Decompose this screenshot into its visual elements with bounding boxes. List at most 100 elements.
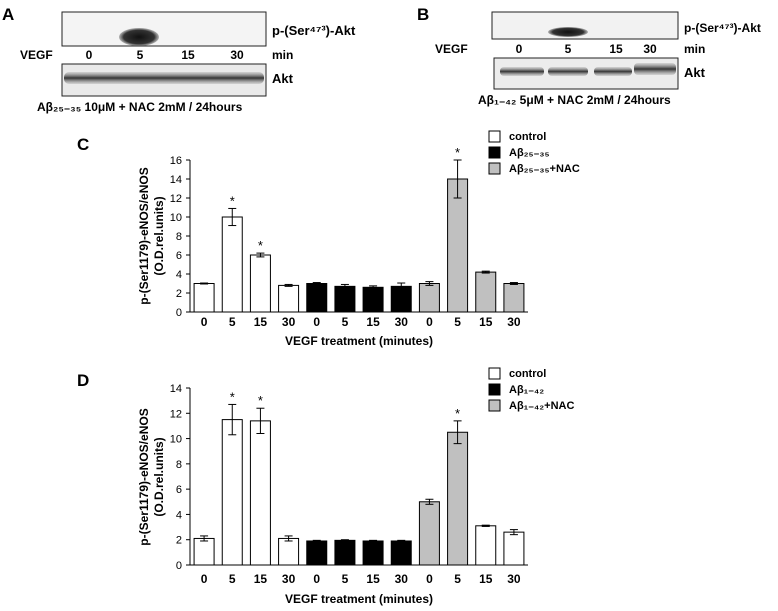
panel-b-band-top-label: p-(Ser⁴⁷³)-Akt (684, 21, 761, 35)
x-tick-label: 15 (479, 315, 493, 329)
bar (475, 525, 497, 566)
bar (306, 540, 328, 566)
chart-d: D 02468101214p-(Ser1179)-eNOS/eNOS(O.D.r… (77, 367, 574, 606)
y-tick-label: 4 (176, 269, 182, 281)
legend-label: Aβ₁₋₄₂+NAC (509, 400, 574, 412)
panel-b-time-15: 15 (609, 42, 623, 56)
x-tick-label: 30 (282, 572, 296, 586)
legend-swatch (488, 367, 501, 380)
bar (447, 431, 469, 566)
y-tick-label: 2 (176, 535, 182, 547)
panel-b-letter: B (417, 5, 429, 24)
bar (278, 284, 300, 313)
panel-a-band-top-label: p-(Ser⁴⁷³)-Akt (272, 23, 356, 38)
x-tick-label: 15 (254, 572, 268, 586)
bar (249, 420, 271, 566)
bar (447, 178, 469, 313)
panel-a-band-5min (119, 28, 159, 46)
significance-star: * (258, 238, 263, 253)
legend-label: Aβ₂₅₋₃₅ (509, 147, 550, 159)
x-tick-label: 0 (426, 315, 433, 329)
panel-a-blot-top (61, 11, 267, 47)
x-tick-label: 5 (342, 572, 349, 586)
y-tick-label: 16 (170, 155, 182, 167)
panel-b-blot-top (491, 11, 679, 40)
x-tick-label: 30 (395, 572, 409, 586)
x-tick-label: 5 (342, 315, 349, 329)
bar (334, 539, 356, 566)
legend-swatch (488, 130, 501, 143)
y-axis-label: p-(Ser1179)-eNOS/eNOS (137, 408, 151, 545)
y-tick-label: 10 (170, 212, 182, 224)
panel-a-time-15: 15 (181, 48, 195, 62)
x-tick-label: 0 (201, 572, 208, 586)
significance-star: * (455, 406, 460, 421)
panel-b-treatment-label: VEGF (435, 42, 468, 56)
panel-a: A p-(Ser⁴⁷³)-Akt VEGF 0 5 15 30 min Akt … (2, 5, 356, 114)
bar (193, 537, 215, 566)
y-tick-label: 8 (176, 459, 182, 471)
bar (418, 283, 440, 313)
bar (249, 254, 271, 313)
x-tick-label: 0 (313, 572, 320, 586)
y-tick-label: 6 (176, 250, 182, 262)
bar (278, 537, 300, 566)
x-tick-label: 30 (395, 315, 409, 329)
panel-a-time-5: 5 (137, 48, 144, 62)
x-tick-label: 30 (507, 572, 521, 586)
panel-a-akt-band (64, 72, 264, 84)
panel-b: B p-(Ser⁴⁷³)-Akt VEGF 0 5 15 30 min Akt … (417, 5, 761, 107)
chart-c-letter: C (77, 135, 89, 154)
panel-b-time-0: 0 (516, 42, 523, 56)
panel-b-band-5min (548, 27, 588, 37)
panel-b-akt-band-3 (594, 67, 632, 76)
y-tick-label: 14 (170, 383, 182, 395)
y-axis-label: (O.D.rel.units) (152, 437, 166, 516)
y-tick-label: 0 (176, 307, 182, 319)
y-tick-label: 12 (170, 408, 182, 420)
legend-label: control (509, 368, 546, 380)
x-tick-label: 5 (229, 315, 236, 329)
bar (503, 531, 525, 566)
x-tick-label: 15 (366, 572, 380, 586)
bar (362, 286, 384, 313)
x-tick-label: 30 (282, 315, 296, 329)
bar (418, 501, 440, 566)
x-tick-label: 0 (201, 315, 208, 329)
panel-b-akt-band-4 (634, 63, 676, 75)
significance-star: * (455, 145, 460, 160)
y-axis-label: (O.D.rel.units) (152, 196, 166, 275)
panel-b-time-30: 30 (643, 42, 657, 56)
panel-a-time-0: 0 (86, 48, 93, 62)
x-tick-label: 30 (507, 315, 521, 329)
significance-star: * (230, 389, 235, 404)
panel-b-caption: Aβ₁₋₄₂ 5μM + NAC 2mM / 24hours (478, 93, 671, 107)
legend-label: Aβ₁₋₄₂ (509, 384, 544, 396)
bar (193, 283, 215, 313)
y-tick-label: 10 (170, 434, 182, 446)
x-tick-label: 5 (454, 315, 461, 329)
bar (390, 285, 412, 313)
panel-b-band-bottom-label: Akt (684, 65, 706, 80)
y-tick-label: 14 (170, 174, 182, 186)
panel-b-time-5: 5 (565, 42, 572, 56)
x-axis-label: VEGF treatment (minutes) (285, 334, 433, 348)
chart-d-letter: D (77, 371, 89, 390)
bar (334, 285, 356, 313)
y-tick-label: 4 (176, 509, 182, 521)
legend-swatch (488, 146, 501, 159)
x-tick-label: 15 (366, 315, 380, 329)
x-tick-label: 0 (313, 315, 320, 329)
x-tick-label: 5 (454, 572, 461, 586)
x-axis-label: VEGF treatment (minutes) (285, 592, 433, 606)
bar (362, 540, 384, 566)
chart-c: C 0246810121416p-(Ser1179)-eNOS/eNOS(O.D… (77, 130, 580, 348)
legend-swatch (488, 383, 501, 396)
x-tick-label: 15 (479, 572, 493, 586)
y-axis-label: p-(Ser1179)-eNOS/eNOS (137, 167, 151, 304)
bar (475, 271, 497, 313)
x-tick-label: 0 (426, 572, 433, 586)
bar (503, 283, 525, 313)
x-tick-label: 15 (254, 315, 268, 329)
